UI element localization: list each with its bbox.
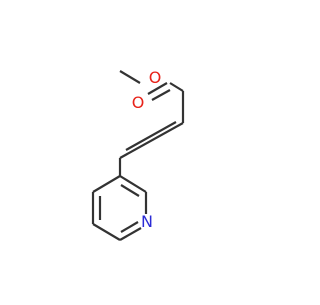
atom-label-oxygen-ester: O: [149, 68, 162, 87]
atom-label-nitrogen: N: [141, 212, 153, 231]
atom-labels: O O N: [132, 68, 162, 231]
bonds: [91, 70, 185, 241]
ring-bond-1: [92, 175, 121, 193]
bond-oxygen-carbonyl-carbon: [169, 82, 184, 92]
atom-label-oxygen-carbonyl: O: [132, 93, 145, 112]
structure-canvas: O O N: [91, 68, 185, 241]
ring-inner-3: [120, 184, 140, 197]
ring-bond-3: [92, 223, 121, 241]
bond-alkene-a: [119, 122, 184, 159]
bond-alkene-b: [125, 121, 177, 151]
ring-bond-6: [119, 175, 147, 193]
ring-bond-4: [119, 227, 142, 241]
ring-inner-2: [120, 221, 139, 233]
bond-carbonyl-double-b: [147, 82, 168, 95]
bond-carbonyl-double-a: [151, 89, 171, 101]
bond-methyl-oxygen: [119, 70, 141, 84]
molecule-structure: O O N: [91, 68, 185, 241]
